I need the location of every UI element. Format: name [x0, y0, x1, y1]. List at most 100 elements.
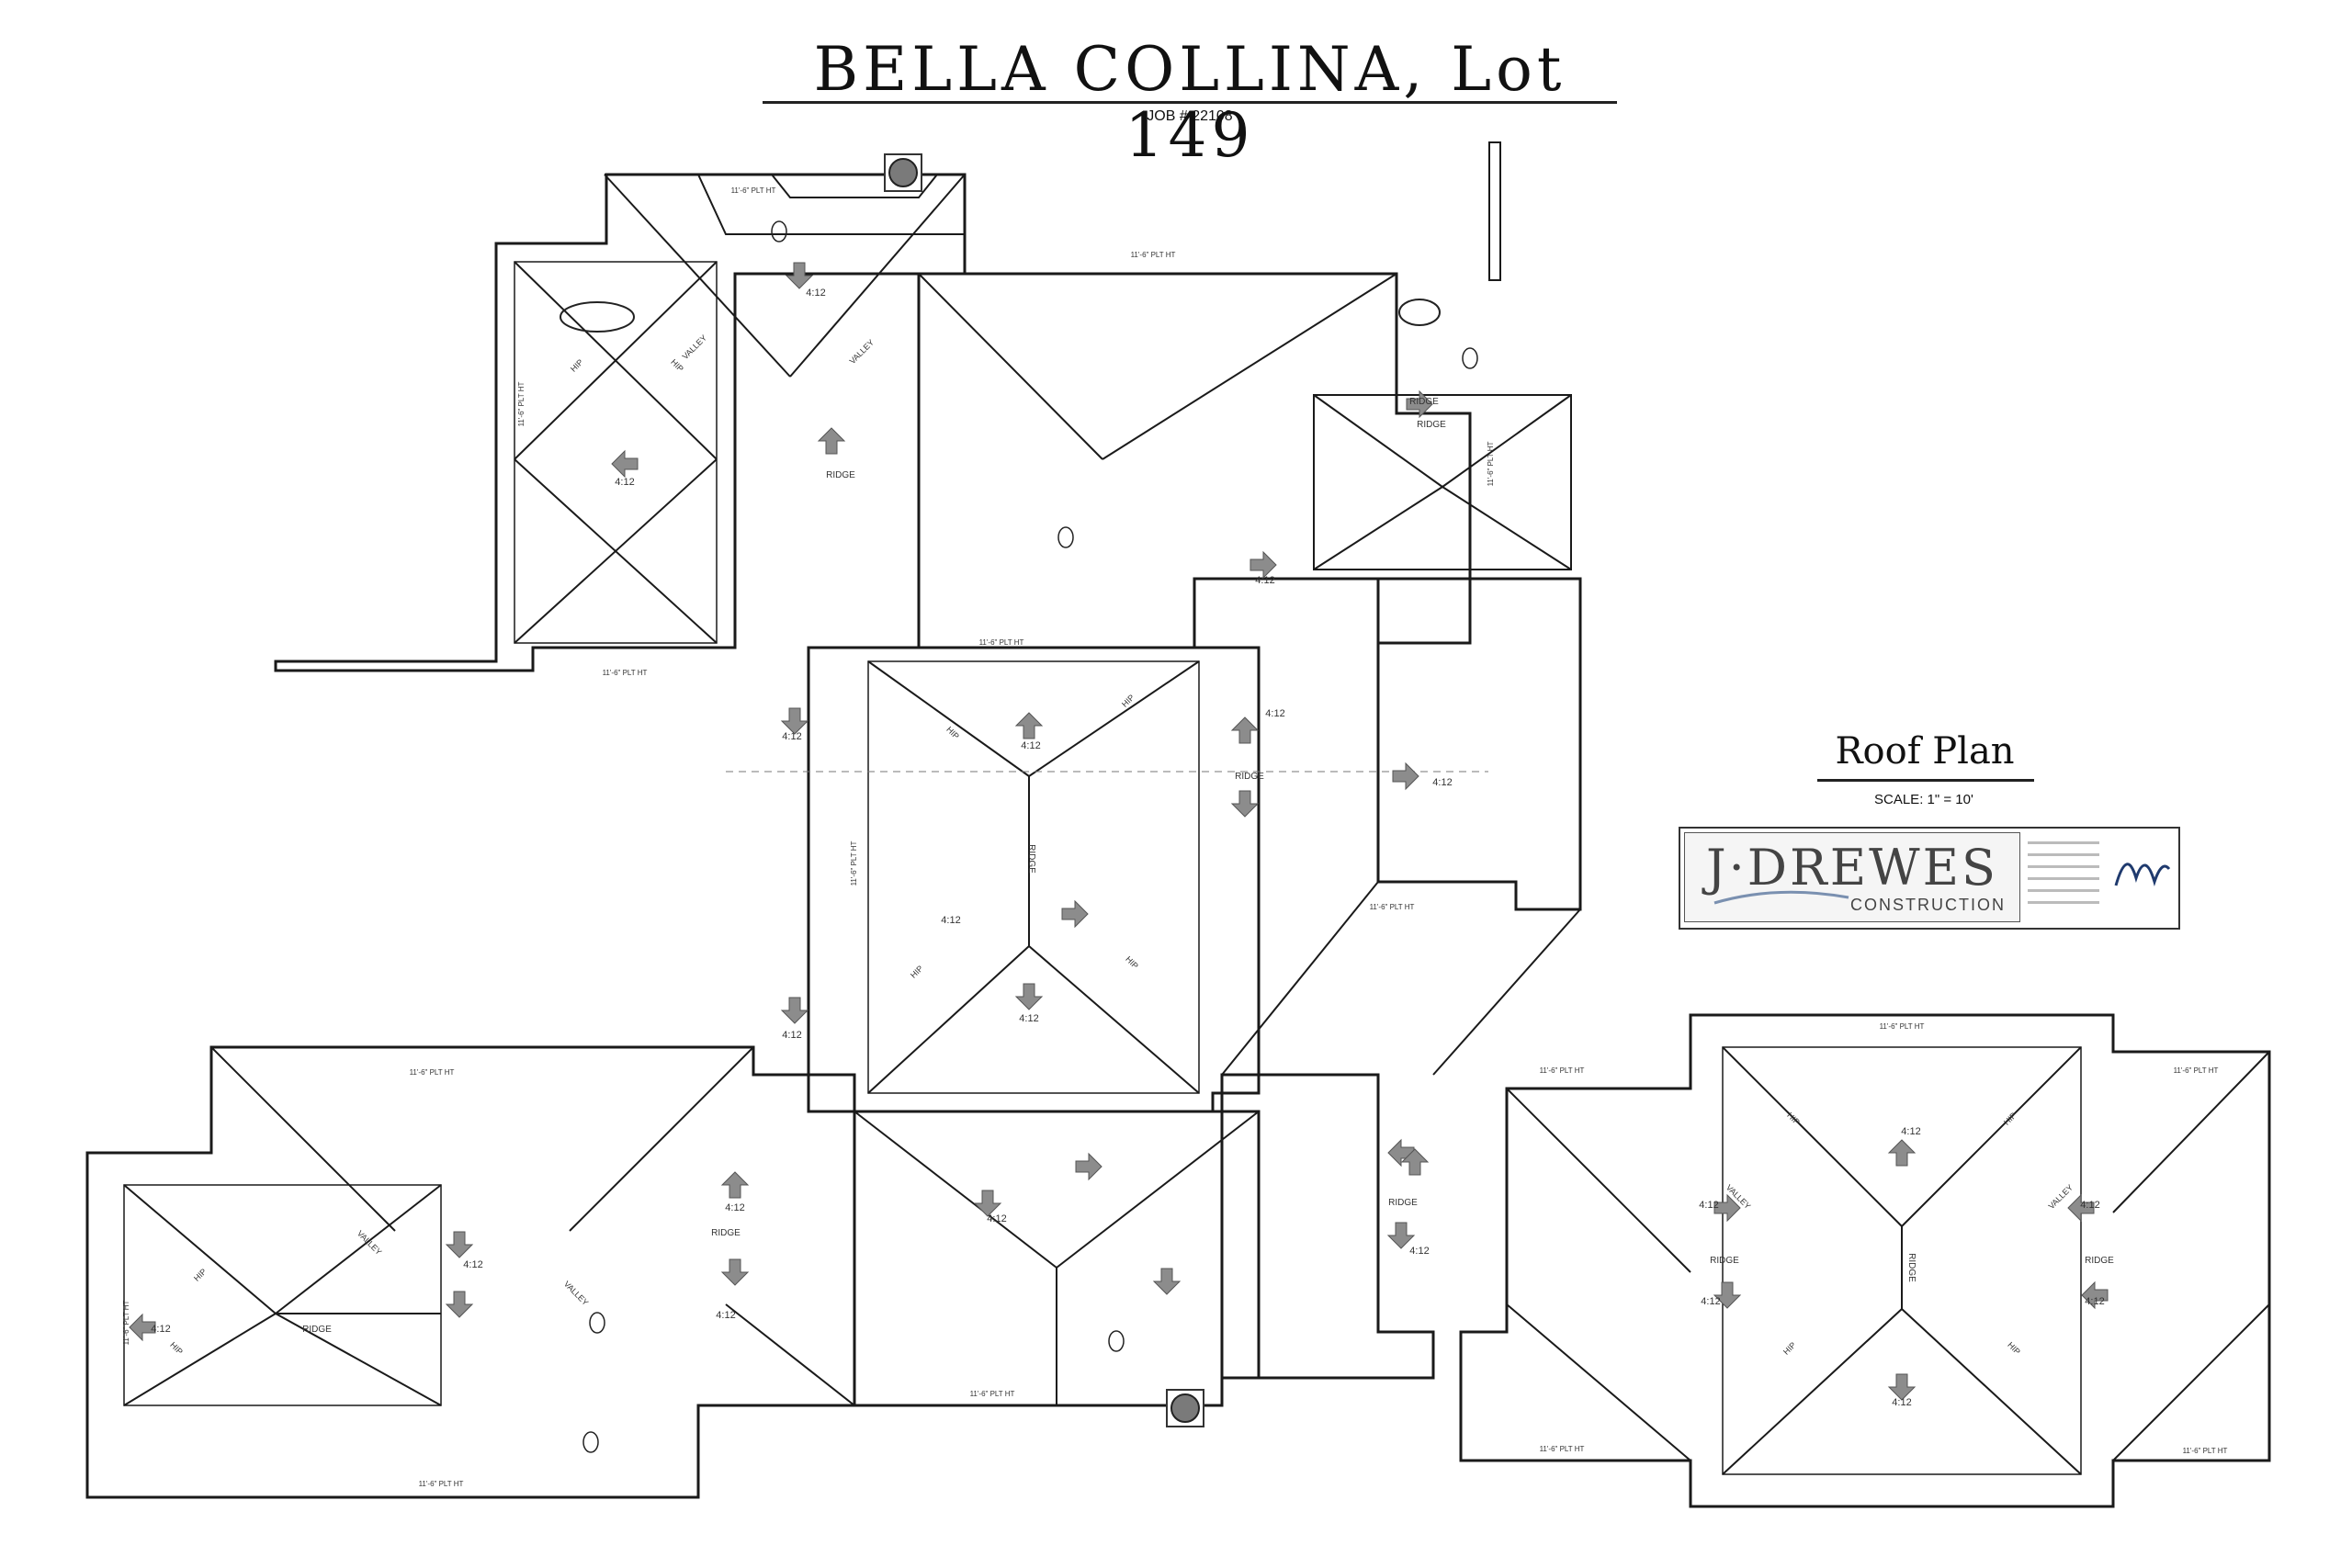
hip-line: [275, 1184, 442, 1314]
plan-label-pitch_label: 4:12: [1409, 1246, 1429, 1257]
slope-arrow: [1406, 389, 1433, 419]
slope-arrow: [785, 262, 814, 289]
slope-arrow: [720, 1171, 750, 1199]
plan-label-valley_label: VALLEY: [848, 338, 876, 367]
slope-arrow: [1713, 1281, 1742, 1309]
master-wing-roof: [274, 173, 967, 672]
hip-line: [1028, 945, 1200, 1094]
hip-line: [1506, 1088, 1691, 1273]
plan-label-plate_label: 11'-6" PLT HT: [410, 1068, 455, 1077]
plan-label-pitch_label: 4:12: [2080, 1200, 2099, 1211]
roof-plan-heading: Roof Plan: [1835, 730, 2015, 773]
plan-label-ridge_label: RIDGE: [1409, 397, 1439, 407]
chimney-cap: [1170, 1393, 1200, 1423]
slope-arrow: [1230, 790, 1260, 818]
plan-label-hip_label: HIP: [1124, 954, 1140, 971]
hip-line: [854, 1111, 1057, 1269]
plan-label-valley_label: VALLEY: [562, 1280, 591, 1308]
plan-label-ridge_label: RIDGE: [1026, 844, 1036, 874]
slope-arrow: [1713, 1193, 1741, 1223]
plan-label-plate_label: 11'-6" PLT HT: [970, 1390, 1015, 1398]
hip-line: [514, 261, 718, 460]
plan-label-pitch_label: 4:12: [1265, 708, 1284, 719]
slope-arrow: [817, 427, 846, 455]
hip-line: [725, 1303, 855, 1406]
title-underline: [763, 101, 1617, 104]
slope-arrow: [780, 997, 809, 1024]
scale-note: SCALE: 1" = 10': [1874, 792, 1973, 807]
hip-line: [2112, 1051, 2270, 1213]
slope-arrow: [1014, 712, 1044, 739]
plan-label-pitch_label: 4:12: [1432, 777, 1452, 788]
plan-label-plate_label: 11'-6" PLT HT: [731, 186, 776, 195]
slope-arrow: [1887, 1139, 1917, 1167]
project-title: BELLA COLLINA, Lot 149: [813, 34, 1566, 171]
plan-label-plate_label: 11'-6" PLT HT: [1370, 903, 1415, 911]
slope-arrow: [1386, 1222, 1416, 1249]
plan-label-ridge_label: RIDGE: [711, 1228, 741, 1238]
plan-label-pitch_label: 4:12: [615, 477, 634, 488]
slope-arrow: [1014, 983, 1044, 1010]
drewes-logo: J·DREWES CONSTRUCTION: [1684, 832, 2020, 922]
plan-label-pitch_label: 4:12: [463, 1259, 482, 1270]
plan-label-plate_label: 11'-6" PLT HT: [850, 840, 858, 886]
slope-arrow: [720, 1258, 750, 1286]
plan-label-ridge_label: RIDGE: [1417, 420, 1446, 430]
great-room-roof: [807, 646, 1261, 1113]
hip-line: [1432, 908, 1581, 1076]
garage-roof: [85, 1045, 856, 1499]
plan-label-plate_label: 11'-6" PLT HT: [1131, 251, 1176, 259]
plan-label-hip_label: HIP: [2006, 1340, 2022, 1357]
hip-line: [1722, 1308, 1903, 1475]
plan-label-pitch_label: 4:12: [151, 1324, 170, 1335]
plan-label-pitch_label: 4:12: [1021, 740, 1040, 751]
hip-line: [1901, 1046, 2082, 1227]
hip-line: [867, 945, 1030, 1094]
plan-label-pitch_label: 4:12: [716, 1310, 735, 1321]
slope-arrows: [129, 262, 2109, 1401]
plan-label-hip_label: HIP: [909, 964, 925, 980]
hip-line: [1313, 394, 1443, 488]
plan-label-plate_label: 11'-6" PLT HT: [603, 669, 648, 677]
slope-arrow: [1887, 1373, 1917, 1401]
plan-label-ridge_label: RIDGE: [1235, 772, 1264, 782]
chimney-caps: [884, 153, 1204, 1427]
plan-label-plate_label: 11'-6" PLT HT: [2174, 1066, 2219, 1075]
plan-label-hip_label: HIP: [669, 357, 685, 374]
slope-arrow: [2081, 1280, 2109, 1310]
plan-label-plate_label: 11'-6" PLT HT: [2183, 1447, 2228, 1455]
slope-arrow: [1075, 1152, 1102, 1181]
slope-arrow: [1250, 550, 1277, 580]
hip-line: [1313, 486, 1443, 570]
roof-outline-lines: [85, 141, 2271, 1508]
toilet-icon: [1108, 1330, 1125, 1352]
hip-line: [1442, 394, 1572, 488]
plan-label-plate_label: 11'-6" PLT HT: [419, 1480, 464, 1488]
plan-label-pitch_label: 4:12: [987, 1213, 1006, 1224]
slope-arrow: [1152, 1268, 1182, 1295]
hip-line: [1056, 1111, 1260, 1269]
plan-label-pitch_label: 4:12: [1019, 1013, 1038, 1024]
plan-label-pitch_label: 4:12: [2085, 1296, 2104, 1307]
loggia-roof: [1220, 1073, 1435, 1380]
hip-line: [210, 1046, 396, 1232]
plan-label-ridge_label: RIDGE: [826, 470, 855, 480]
slope-arrow: [2067, 1193, 2095, 1223]
title-block: BELLA COLLINA, Lot 149 JOB # 22108: [763, 37, 1617, 169]
slope-arrow: [129, 1313, 156, 1342]
slope-arrow: [445, 1231, 474, 1258]
master-inner-roof: [514, 261, 718, 644]
swoosh-icon: [1713, 890, 1849, 905]
plan-label-plate_label: 11'-6" PLT HT: [517, 381, 526, 426]
vent-stack: [1488, 141, 1501, 281]
hip-line: [1221, 881, 1379, 1076]
master-bath-roof: [605, 174, 966, 235]
plan-label-plate_label: 11'-6" PLT HT: [979, 638, 1024, 647]
toilet-icon: [1462, 347, 1478, 369]
plan-label-pitch_label: 4:12: [1901, 1126, 1920, 1137]
plan-label-pitch_label: 4:12: [806, 288, 825, 299]
drewes-wordmark: J·DREWES: [1705, 839, 1999, 897]
toilet-icon: [582, 1431, 599, 1453]
